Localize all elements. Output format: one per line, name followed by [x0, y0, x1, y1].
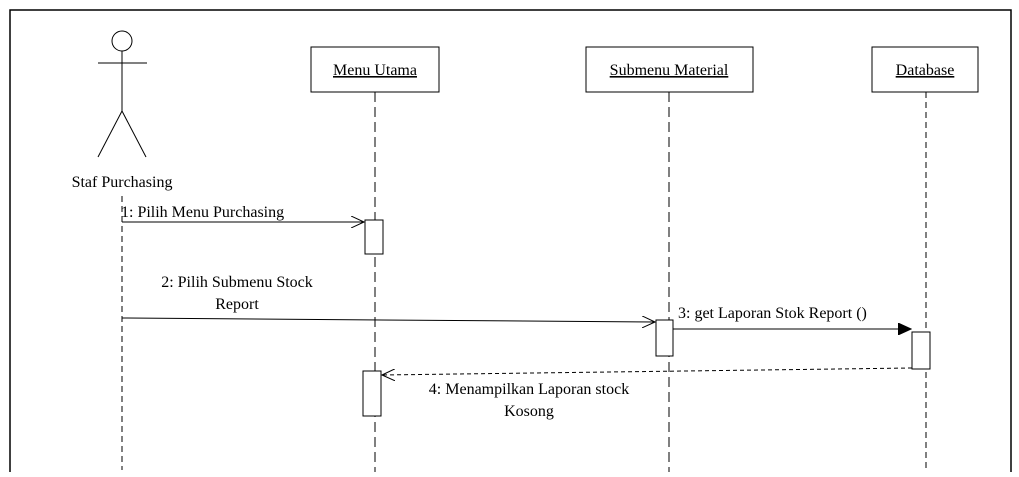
actor-label: Staf Purchasing	[72, 174, 173, 191]
lifeline-label-menu-utama: Menu Utama	[333, 62, 417, 79]
activation-bar-database	[911, 331, 931, 370]
message-2-arrow	[121, 318, 655, 322]
message-4-label-line1: 4: Menampilkan Laporan stock	[429, 381, 629, 398]
message-2-label-line1: 2: Pilih Submenu Stock	[161, 274, 313, 291]
lifeline-box-submenu-material	[585, 46, 754, 93]
lifeline-box-menu-utama	[310, 46, 440, 93]
message-1-label: 1: Pilih Menu Purchasing	[121, 204, 284, 221]
lifeline-label-database: Database	[896, 62, 955, 79]
activation-bar-menu-utama-1	[364, 219, 384, 255]
message-3-label: 3: get Laporan Stok Report ()	[678, 305, 867, 322]
message-4-label-line2: Kosong	[504, 403, 554, 420]
actor-icon	[97, 30, 147, 158]
message-2-label-line2: Report	[215, 296, 259, 313]
activation-bar-menu-utama-2	[362, 370, 382, 417]
activation-bar-submenu-material	[655, 319, 674, 357]
diagram-frame	[9, 9, 1012, 472]
lifeline-label-submenu-material: Submenu Material	[610, 62, 729, 79]
message-4-arrow	[382, 367, 913, 375]
lifeline-box-database	[871, 46, 979, 93]
